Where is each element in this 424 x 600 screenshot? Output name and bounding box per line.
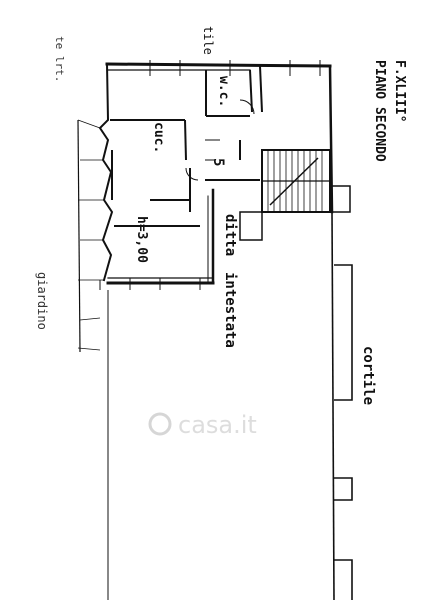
watermark-logo-icon <box>148 412 172 436</box>
garden-edge <box>77 119 104 353</box>
courtyard-label: cortile <box>360 346 376 405</box>
wall-ticks <box>99 60 321 290</box>
edge-partial-text: tile <box>201 26 215 55</box>
ownership-label-2: intestata <box>222 272 238 348</box>
watermark-text: casa.it <box>178 411 257 439</box>
garden-label: giardino <box>35 272 49 330</box>
ownership-label-1: ditta <box>222 214 238 256</box>
interior-walls <box>110 65 263 227</box>
room-label-kitchen: cuc. <box>151 122 166 153</box>
sheet-number: F.XLIII° <box>392 60 407 123</box>
room-label-wc: w.c. <box>216 76 231 107</box>
boundary-lines <box>107 211 353 600</box>
ceiling-height: h=3,00 <box>134 216 149 263</box>
floor-name: PIANO SECONDO <box>372 60 387 162</box>
left-note: te lrt. <box>53 36 66 82</box>
stair-number: 5 <box>210 158 226 166</box>
staircase <box>239 149 351 241</box>
title-block: F.XLIII° PIANO SECONDO <box>372 60 407 162</box>
watermark: casa.it <box>148 411 257 439</box>
